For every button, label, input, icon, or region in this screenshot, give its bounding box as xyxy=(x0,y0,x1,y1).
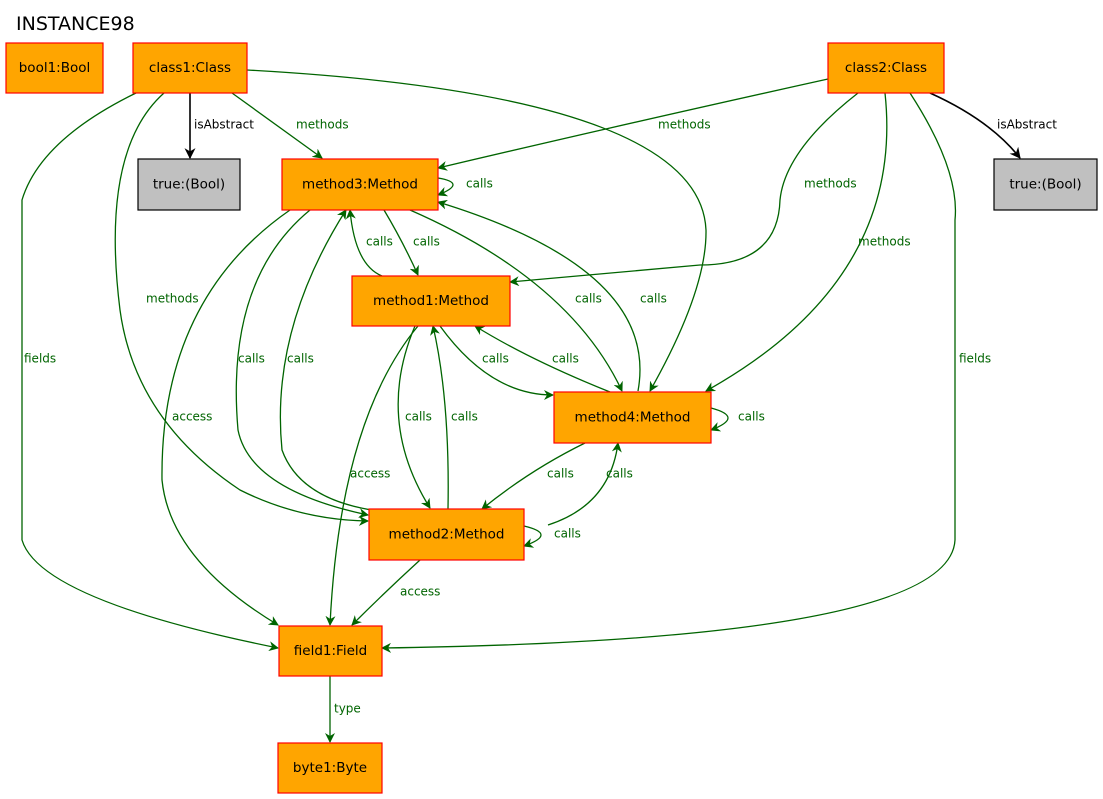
node-label-true1: true:(Bool) xyxy=(153,177,225,193)
edge-method3-to-method4 xyxy=(409,209,623,392)
edge-label-method2-to-field1: access xyxy=(400,585,440,599)
edge-method3-to-method1 xyxy=(383,209,419,276)
node-label-bool1: bool1:Bool xyxy=(19,60,91,76)
node-method4[interactable]: method4:Method xyxy=(553,391,712,444)
edge-method3-to-field1 xyxy=(161,209,291,626)
node-label-field1: field1:Field xyxy=(294,643,367,659)
edge-label-method1-to-method2: calls xyxy=(405,410,432,424)
edge-label-method1-to-field1: access xyxy=(350,467,390,481)
edge-label-method3-to-method2: calls xyxy=(238,352,265,366)
edge-label-method4-to-method1: calls xyxy=(552,352,579,366)
edge-label-field1-to-byte1: type xyxy=(334,702,361,716)
edge-label-method3-to-method3: calls xyxy=(466,177,493,191)
node-method3[interactable]: method3:Method xyxy=(281,158,439,211)
nodes-layer: bool1:Bool class1:Class class2:Class true:(… xyxy=(5,42,1098,794)
node-box-byte1 xyxy=(277,742,383,794)
node-label-method2: method2:Method xyxy=(389,527,505,543)
node-box-method2 xyxy=(368,508,525,561)
edge-label-method2-to-method3: calls xyxy=(287,352,314,366)
node-label-class2: class2:Class xyxy=(845,60,927,76)
edge-method2-to-method2 xyxy=(523,525,542,548)
edge-method2-to-method3 xyxy=(279,209,379,512)
node-method2[interactable]: method2:Method xyxy=(368,508,525,561)
edge-method2-to-method1 xyxy=(430,325,449,510)
node-label-method1: method1:Method xyxy=(373,293,489,309)
edge-label-class1-to-method3: methods xyxy=(296,118,349,132)
edge-method4-to-method3 xyxy=(437,199,641,392)
edge-label-class2-to-field1: fields xyxy=(959,352,991,366)
edge-label-class1-to-true1: isAbstract xyxy=(194,118,254,132)
node-class2[interactable]: class2:Class xyxy=(827,42,945,94)
edge-label-method1-to-method3: calls xyxy=(366,235,393,249)
edge-method4-to-method2 xyxy=(481,442,586,510)
edge-method4-to-method1 xyxy=(474,325,611,393)
edge-method2-to-method4 xyxy=(547,442,622,526)
edge-class2-to-field1 xyxy=(381,92,957,653)
edge-label-class1-to-method2: methods xyxy=(146,292,199,306)
edge-label-method2-to-method2: calls xyxy=(554,527,581,541)
edge-label-method3-to-method1: calls xyxy=(413,235,440,249)
edge-method1-to-method3 xyxy=(345,209,383,277)
edge-method3-to-method2 xyxy=(235,209,369,519)
edge-method4-to-method4 xyxy=(710,407,729,432)
node-box-bool1 xyxy=(5,42,104,94)
edge-class1-to-method3 xyxy=(231,92,323,159)
edge-class1-to-method2 xyxy=(114,92,369,526)
edge-label-class2-to-true2: isAbstract xyxy=(997,118,1057,132)
edge-label-class1-to-field1: fields xyxy=(24,352,56,366)
edge-label-method1-to-method4: calls xyxy=(482,352,509,366)
node-label-true2: true:(Bool) xyxy=(1009,177,1081,193)
edge-label-method2-to-method4: calls xyxy=(606,467,633,481)
edge-class2-to-true2 xyxy=(929,92,1021,159)
node-box-class2 xyxy=(827,42,945,94)
node-box-class1 xyxy=(132,42,248,94)
edge-class2-to-method3 xyxy=(437,78,829,171)
edge-label-class2-to-method3: methods xyxy=(658,118,711,132)
node-class1[interactable]: class1:Class xyxy=(132,42,248,94)
edge-label-method4-to-method3: calls xyxy=(640,292,667,306)
edge-class1-to-field1 xyxy=(21,92,279,652)
edge-class2-to-method4 xyxy=(705,92,888,392)
node-box-method4 xyxy=(553,391,712,444)
node-label-method3: method3:Method xyxy=(302,177,418,193)
node-box-true1 xyxy=(137,158,241,211)
edge-method1-to-field1 xyxy=(325,325,419,626)
node-label-class1: class1:Class xyxy=(149,60,231,76)
edge-label-class2-to-method1: methods xyxy=(804,177,857,191)
edge-method2-to-field1 xyxy=(351,559,421,626)
node-box-field1 xyxy=(278,625,383,677)
node-label-method4: method4:Method xyxy=(575,410,691,426)
edge-label-method3-to-field1: access xyxy=(172,410,212,424)
node-byte1[interactable]: byte1:Byte xyxy=(277,742,383,794)
node-bool1[interactable]: bool1:Bool xyxy=(5,42,104,94)
edge-class2-to-method1 xyxy=(509,92,859,287)
edge-class1-to-method4 xyxy=(246,69,707,392)
node-label-byte1: byte1:Byte xyxy=(293,760,367,776)
node-box-method1 xyxy=(351,275,511,327)
edge-label-method4-to-method2: calls xyxy=(547,467,574,481)
node-field1[interactable]: field1:Field xyxy=(278,625,383,677)
node-method1[interactable]: method1:Method xyxy=(351,275,511,327)
node-box-method3 xyxy=(281,158,439,211)
node-true2[interactable]: true:(Bool) xyxy=(993,158,1098,211)
node-box-true2 xyxy=(993,158,1098,211)
edge-label-method4-to-method4: calls xyxy=(738,410,765,424)
edge-label-method2-to-method1: calls xyxy=(451,410,478,424)
edges-layer xyxy=(21,69,1021,743)
edge-label-method3-to-method4: calls xyxy=(575,292,602,306)
edge-method1-to-method4 xyxy=(439,325,554,400)
edge-method3-to-method3 xyxy=(437,177,454,197)
diagram-title: INSTANCE98 xyxy=(16,13,135,35)
edge-labels-layer: isAbstract methods methods fields isAbstract… xyxy=(24,118,1057,716)
edge-label-class2-to-method4: methods xyxy=(858,235,911,249)
node-true1[interactable]: true:(Bool) xyxy=(137,158,241,211)
edge-method1-to-method2 xyxy=(397,325,431,509)
